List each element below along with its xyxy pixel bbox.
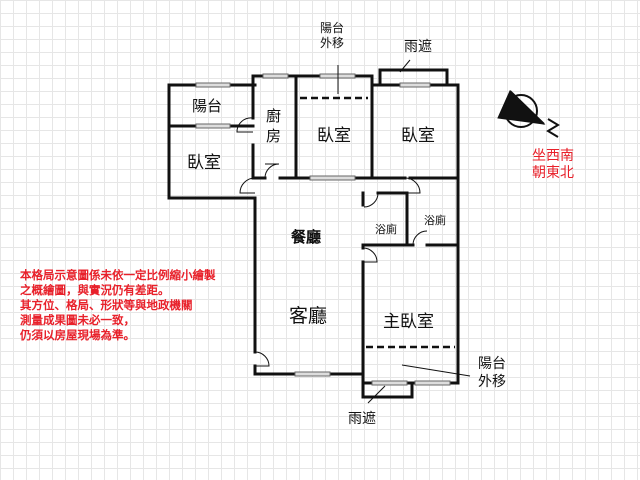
annotation-rain-shelter-bottom: 雨遮 [348, 411, 376, 427]
windows [195, 73, 451, 386]
annotation-rain-shelter-top: 雨遮 [404, 39, 432, 55]
room-label-kitchen: 廚房 [266, 107, 282, 145]
orientation-line-2: 朝東北 [532, 165, 574, 181]
balcony-dashed-lines [300, 96, 455, 349]
disclaimer-line: 仍須以房屋現場為準。 [20, 328, 135, 342]
annotation-balcony-moved-bottom-2: 外移 [478, 374, 506, 390]
disclaimer-line: 本格局示意圖係未依一定比例縮小繪製 [20, 268, 216, 282]
room-label-bedroom-middle: 臥室 [317, 126, 351, 146]
room-label-dining: 餐廳 [291, 228, 322, 246]
orientation-text: 坐西南 朝東北 [532, 148, 574, 182]
room-label-bath-2: 浴廁 [424, 214, 446, 227]
leader-lines [337, 59, 471, 404]
room-label-master-bedroom: 主臥室 [383, 312, 434, 332]
room-label-bath-1: 浴廁 [375, 223, 397, 236]
annotation-balcony-moved-top-2: 外移 [320, 36, 345, 50]
annotation-balcony-moved-top-1: 陽台 [320, 21, 345, 35]
disclaimer-line: 之概繪圖，與實況仍有差距。 [20, 283, 170, 297]
room-label-living: 客廳 [289, 305, 328, 327]
room-label-balcony: 陽台 [192, 97, 223, 115]
orientation-line-1: 坐西南 [532, 148, 574, 164]
room-label-bedroom-left: 臥室 [187, 153, 221, 173]
doors [236, 117, 428, 367]
disclaimer-line: 測量成果圖未必一致， [20, 313, 135, 327]
disclaimer-line: 其方位、格局、形狀等與地政機關 [20, 298, 193, 312]
disclaimer-note: 本格局示意圖係未依一定比例縮小繪製 之概繪圖，與實況仍有差距。 其方位、格局、形… [20, 268, 216, 343]
room-label-bedroom-right: 臥室 [401, 126, 435, 146]
annotation-balcony-moved-bottom-1: 陽台 [478, 356, 506, 372]
compass-icon [497, 90, 560, 138]
